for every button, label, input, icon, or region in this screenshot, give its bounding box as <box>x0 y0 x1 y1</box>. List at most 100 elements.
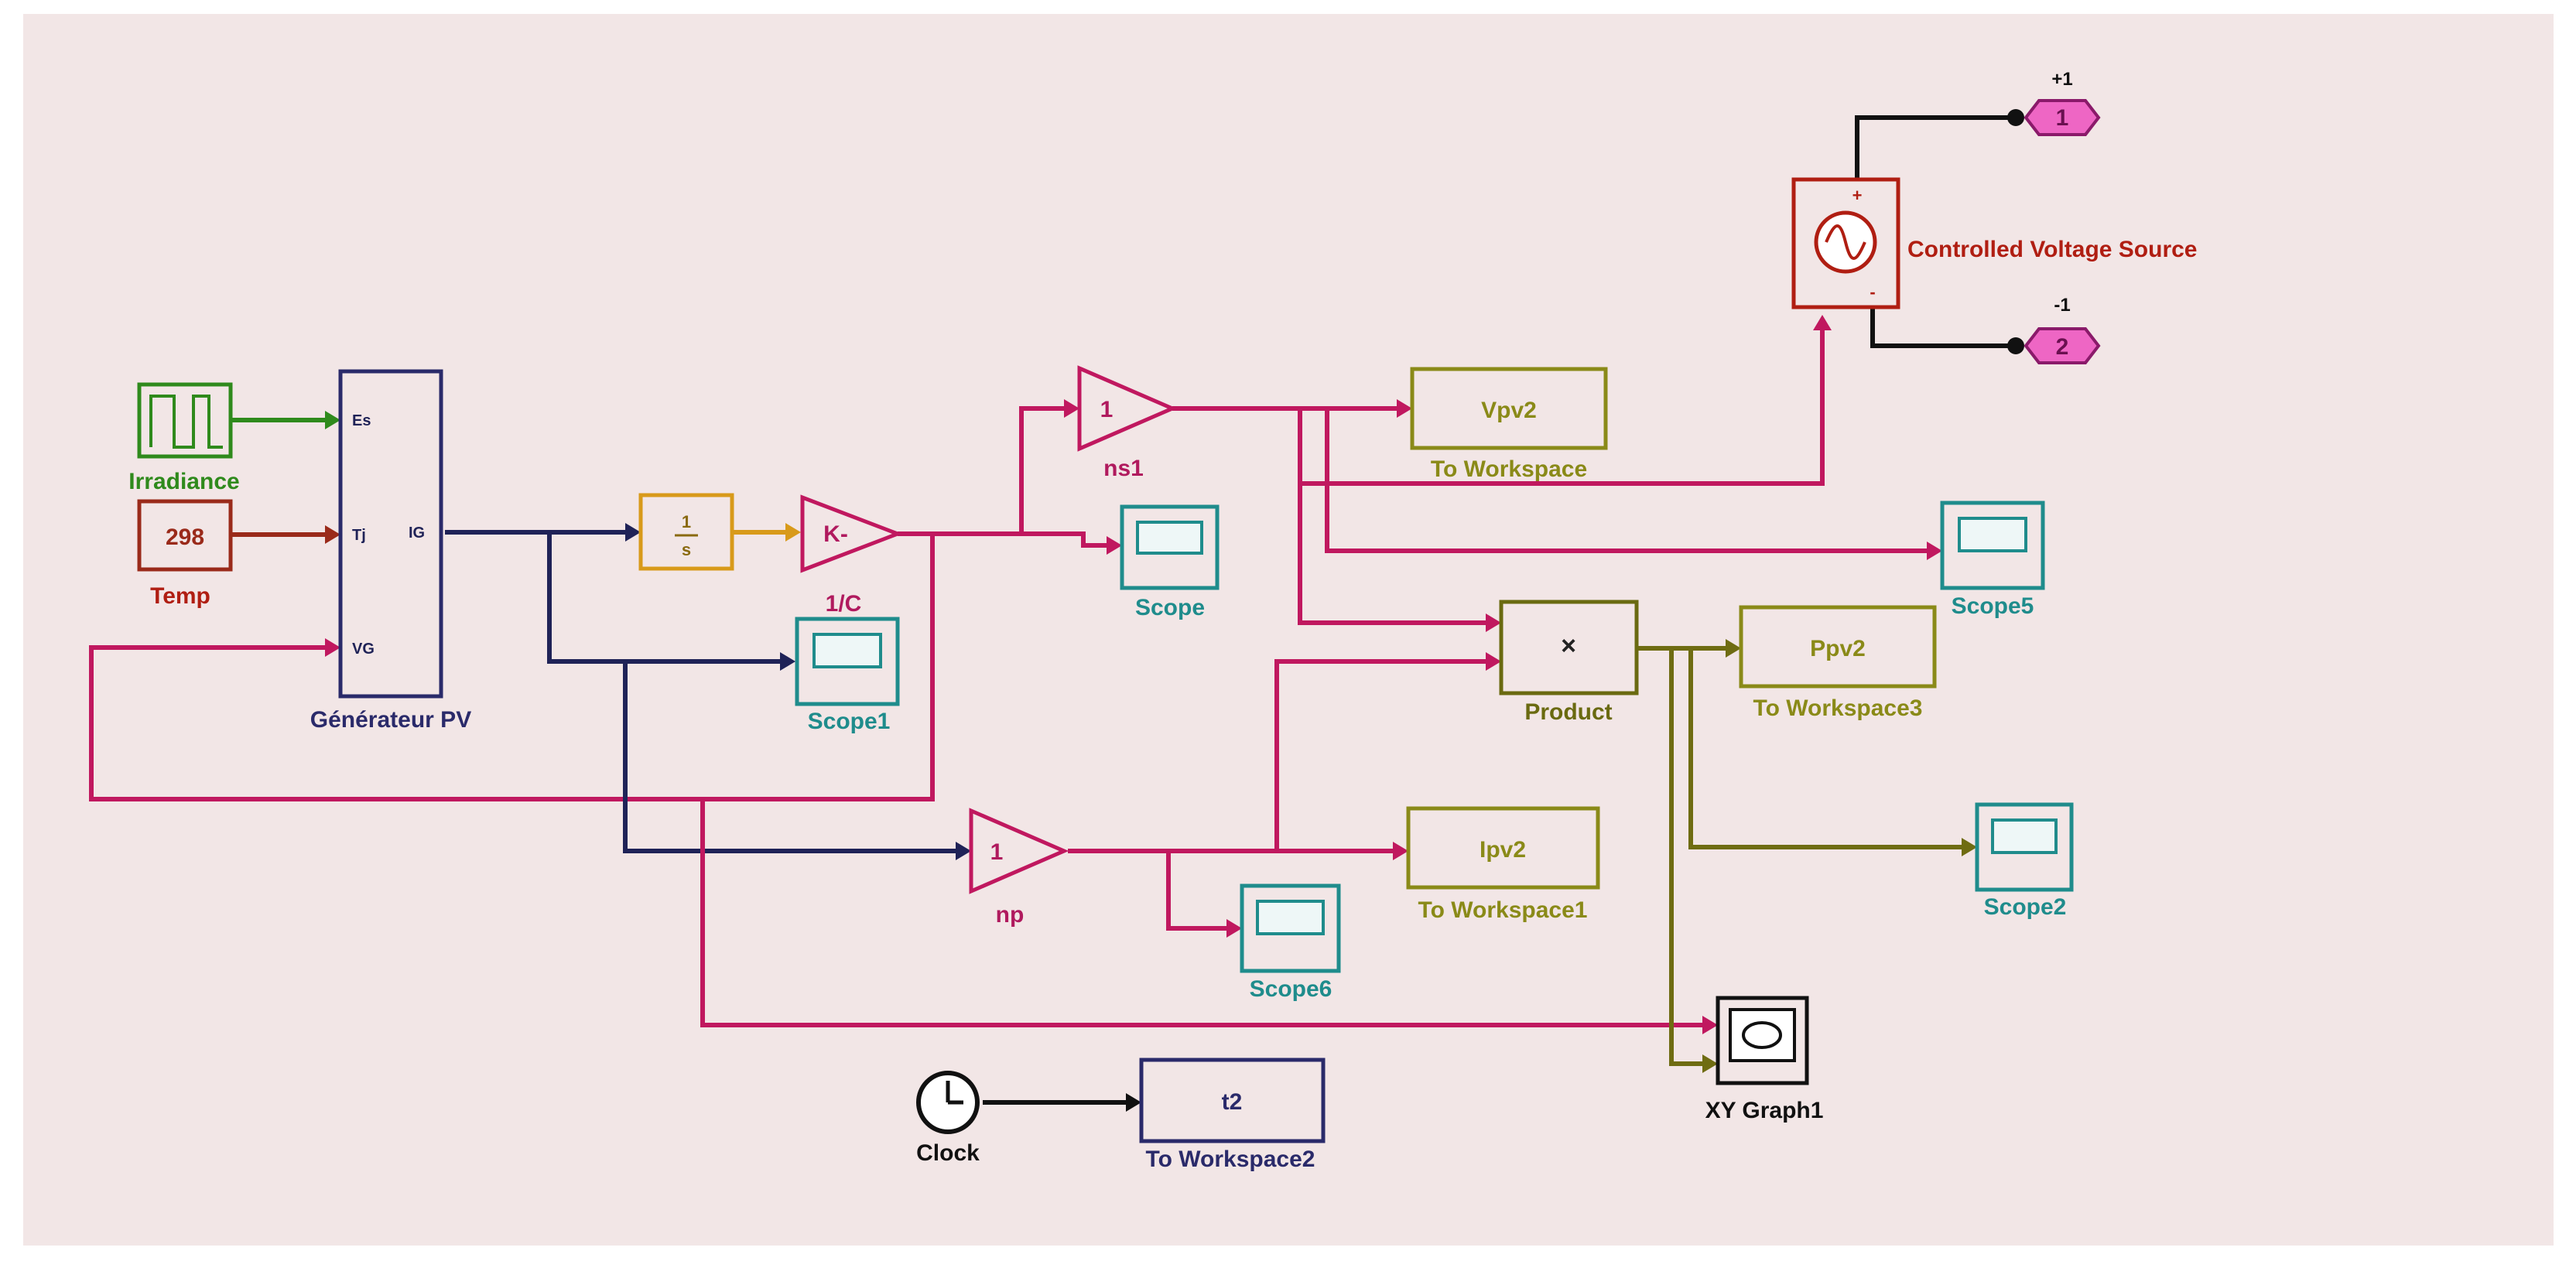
product-block[interactable]: × Product <box>1499 600 1639 725</box>
xy-graph-block[interactable]: XY Graph1 <box>1705 996 1824 1123</box>
pv-generator-label: Générateur PV <box>310 707 471 733</box>
port-ig: IG <box>409 525 425 542</box>
arrowhead <box>1397 399 1412 418</box>
terminal-2-label: -1 <box>2054 295 2070 316</box>
connection-dot <box>2007 109 2024 126</box>
irradiance-block[interactable]: Irradiance <box>128 382 240 494</box>
scope-screen-icon <box>1256 900 1325 935</box>
scope6-label: Scope6 <box>1250 976 1332 1002</box>
port-es: Es <box>352 412 371 429</box>
xy-graph-label: XY Graph1 <box>1705 1098 1824 1123</box>
arrowhead <box>1486 613 1501 632</box>
temp-block[interactable]: 298 Temp <box>137 499 233 609</box>
wire-terminal2[interactable] <box>1870 306 2016 348</box>
pv-generator-block[interactable]: Es Tj VG IG Générateur PV <box>310 369 471 733</box>
wire-current-scope1[interactable] <box>547 532 782 664</box>
wire-terminal1[interactable] <box>1855 115 2016 179</box>
scope1-label: Scope1 <box>808 709 891 734</box>
wire-gain-c-out[interactable] <box>898 406 1064 536</box>
scope5-label: Scope5 <box>1952 593 2034 619</box>
terminal-2[interactable]: 2 -1 <box>2024 295 2101 364</box>
connection-dot <box>2007 337 2024 354</box>
gain-np-label: np <box>996 902 1025 928</box>
diagram-background <box>23 14 2554 1246</box>
pulse-wave-icon <box>149 395 223 449</box>
source-minus: - <box>1870 282 1875 302</box>
to-workspace-ppv2-block[interactable]: Ppv2 To Workspace3 <box>1739 605 1937 721</box>
to-workspace-vpv2-block[interactable]: Vpv2 To Workspace <box>1410 367 1608 482</box>
scope-block[interactable]: Scope <box>1120 504 1220 620</box>
terminal-1-label: +1 <box>2051 69 2072 90</box>
terminal-1[interactable]: 1 +1 <box>2024 69 2101 136</box>
wire-vpv-product[interactable] <box>1298 408 1486 625</box>
gain-c-label: 1/C <box>826 591 862 617</box>
arrowhead <box>1813 315 1832 330</box>
product-symbol: × <box>1561 631 1576 661</box>
wire-ipv-product[interactable] <box>1274 659 1486 851</box>
arrowhead <box>625 523 641 542</box>
wire-current-np[interactable] <box>623 661 956 853</box>
irradiance-label: Irradiance <box>128 469 239 494</box>
arrowhead <box>1107 536 1122 555</box>
integrator-denominator: s <box>682 540 691 559</box>
arrowhead <box>1702 1016 1718 1034</box>
wire-vpv-xy[interactable] <box>700 799 1702 1027</box>
arrowhead <box>1927 542 1942 560</box>
voltage-source-label: Controlled Voltage Source <box>1907 237 2198 262</box>
wire-ipv-scope6[interactable] <box>1166 851 1226 931</box>
wire-vpv-scope5[interactable] <box>1325 408 1927 553</box>
arrowhead <box>956 842 971 860</box>
to-workspace2-label: To Workspace2 <box>1146 1147 1315 1172</box>
ipv2-value: Ipv2 <box>1480 837 1526 863</box>
scope1-block[interactable]: Scope1 <box>795 617 900 734</box>
wire-gain-c-scope[interactable] <box>1021 531 1107 548</box>
temp-label: Temp <box>150 583 210 609</box>
scope-screen-icon <box>812 633 882 668</box>
arrowhead <box>780 652 795 671</box>
wire-ppv-xy[interactable] <box>1669 648 1702 1066</box>
arrowhead <box>1064 399 1079 418</box>
vpv2-value: Vpv2 <box>1481 398 1537 423</box>
wire-ppv-scope2[interactable] <box>1688 648 1962 849</box>
xy-graph-icon <box>1729 1008 1796 1062</box>
source-plus: + <box>1852 186 1863 205</box>
terminal-2-number: 2 <box>2056 334 2069 360</box>
scope2-block[interactable]: Scope2 <box>1975 802 2074 920</box>
temp-value: 298 <box>166 525 204 550</box>
scope2-label: Scope2 <box>1984 894 2067 920</box>
gain-c-value: K- <box>823 521 848 547</box>
port-vg: VG <box>352 641 375 658</box>
ppv2-value: Ppv2 <box>1810 636 1866 661</box>
arrowhead <box>1726 639 1741 658</box>
to-workspace-t2-block[interactable]: t2 To Workspace2 <box>1139 1058 1326 1172</box>
gain-ns1-label: ns1 <box>1103 456 1144 481</box>
gain-np-block[interactable]: 1 np <box>969 808 1069 928</box>
integrator-numerator: 1 <box>682 512 691 531</box>
scope6-block[interactable]: Scope6 <box>1240 883 1341 1002</box>
to-workspace3-label: To Workspace3 <box>1753 695 1923 721</box>
to-workspace1-label: To Workspace1 <box>1418 897 1588 923</box>
gain-np-value: 1 <box>990 839 1004 865</box>
to-workspace-ipv2-block[interactable]: Ipv2 To Workspace1 <box>1406 806 1600 923</box>
t2-value: t2 <box>1222 1089 1243 1115</box>
arrowhead <box>1126 1093 1141 1112</box>
clock-label: Clock <box>916 1140 980 1166</box>
arrowhead <box>1962 838 1977 856</box>
clock-block[interactable]: Clock <box>916 1071 980 1166</box>
scope5-block[interactable]: Scope5 <box>1940 501 2045 619</box>
port-tj: Tj <box>352 527 366 544</box>
arrowhead <box>325 411 340 429</box>
gain-c-block[interactable]: K- 1/C <box>800 494 904 617</box>
arrowhead <box>1226 919 1242 938</box>
integrator-block[interactable]: 1 s <box>638 493 734 571</box>
voltage-source-block[interactable]: + - Controlled Voltage Source <box>1791 177 2198 309</box>
arrowhead <box>1486 652 1501 671</box>
gain-ns1-block[interactable]: 1 ns1 <box>1077 365 1178 481</box>
scope-label: Scope <box>1135 595 1205 620</box>
scope-screen-icon <box>1991 818 2058 854</box>
wires <box>89 109 2024 1112</box>
scope-screen-icon <box>1958 517 2027 552</box>
arrowhead <box>325 638 340 657</box>
arrowhead <box>1393 842 1408 860</box>
